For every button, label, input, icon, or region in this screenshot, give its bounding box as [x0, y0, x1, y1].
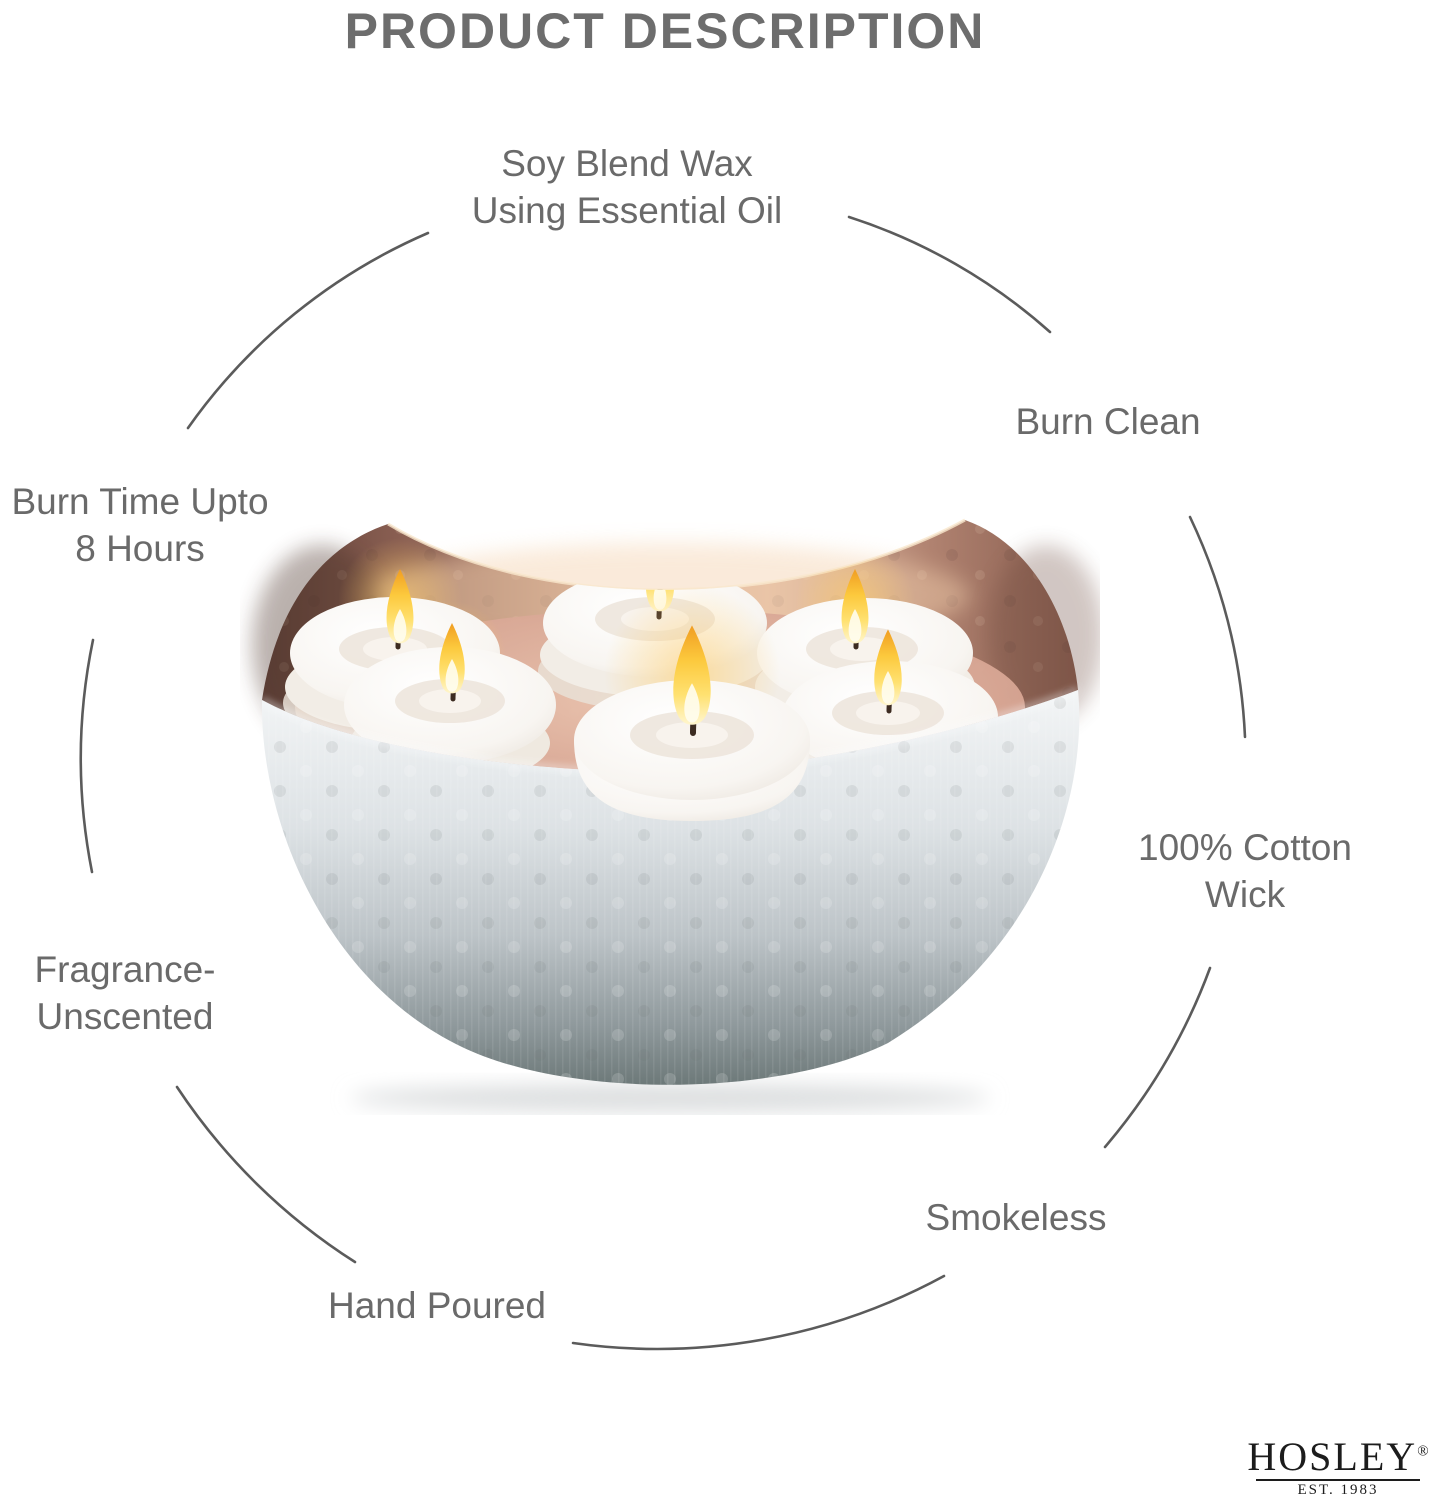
- page-title: PRODUCT DESCRIPTION: [344, 3, 986, 59]
- feature-line: 100% Cotton: [1138, 827, 1352, 868]
- arc-segment-top-right: [847, 215, 1052, 334]
- brand-established: EST. 1983: [1297, 1482, 1379, 1498]
- feature-label-cotton-wick: 100% Cotton Wick: [1095, 824, 1395, 918]
- brand-logo: HOSLEY® EST. 1983: [1246, 1436, 1430, 1499]
- arc-segment-right-upper: [1188, 515, 1247, 739]
- feature-label-burn-clean: Burn Clean: [958, 398, 1258, 445]
- feature-label-hand-poured: Hand Poured: [287, 1282, 587, 1329]
- feature-line: Unscented: [36, 996, 214, 1037]
- feature-label-soy-blend-wax: Soy Blend Wax Using Essential Oil: [377, 140, 877, 234]
- brand-name: HOSLEY®: [1246, 1436, 1430, 1478]
- arc-segment-left: [79, 638, 95, 874]
- logo-divider: [1256, 1479, 1420, 1481]
- arc-segment-bottom: [571, 1274, 946, 1351]
- floating-candle-front-center: [574, 585, 810, 821]
- arc-segment-top-left: [186, 231, 430, 430]
- feature-line: Burn Time Upto: [11, 481, 269, 522]
- feature-label-smokeless: Smokeless: [866, 1194, 1166, 1241]
- arc-segment-bottom-left: [175, 1085, 357, 1264]
- feature-line: Burn Clean: [1015, 401, 1201, 442]
- feature-label-burn-time: Burn Time Upto 8 Hours: [0, 478, 280, 572]
- product-photo-candle-bowl: [252, 518, 1100, 1112]
- bowl-shadow: [350, 1084, 990, 1112]
- registered-trademark-symbol: ®: [1417, 1443, 1429, 1460]
- feature-line: Wick: [1204, 874, 1286, 915]
- feature-line: Smokeless: [925, 1197, 1107, 1238]
- bowl-silver-wall: [261, 688, 1080, 1085]
- feature-line: Fragrance-: [34, 949, 216, 990]
- feature-line: Soy Blend Wax: [501, 143, 753, 184]
- feature-line: Using Essential Oil: [471, 190, 783, 231]
- feature-label-fragrance-unscented: Fragrance- Unscented: [0, 946, 250, 1040]
- feature-line: 8 Hours: [75, 528, 205, 569]
- brand-name-text: HOSLEY: [1247, 1434, 1418, 1479]
- feature-line: Hand Poured: [327, 1285, 547, 1326]
- arc-segment-right-lower: [1103, 966, 1212, 1149]
- arc-group: [79, 215, 1247, 1351]
